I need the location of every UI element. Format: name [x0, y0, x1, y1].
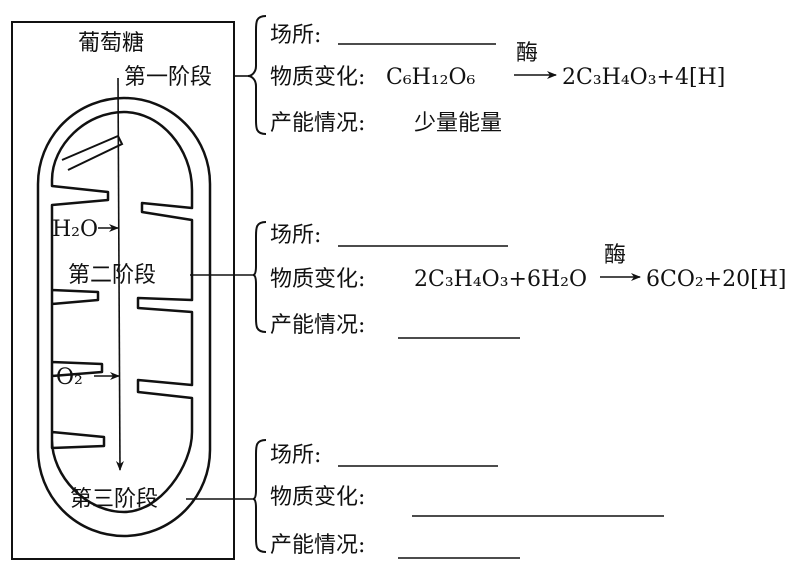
stage-2-name: 第二阶段 — [68, 263, 156, 288]
crista-upper — [61, 134, 124, 171]
oxygen-label: O₂ — [56, 365, 83, 390]
glucose-label: 葡萄糖 — [78, 31, 144, 56]
mitochondrion-inner-membrane — [50, 110, 194, 514]
brace-stage-1 — [247, 15, 267, 135]
stage-1-enzyme: 酶 — [516, 41, 538, 66]
stage-2-energy-label: 产能情况: — [270, 313, 365, 338]
stage-1-energy-label: 产能情况: — [270, 111, 365, 136]
stage-1-change-label: 物质变化: — [270, 65, 365, 90]
brace-stage-2 — [252, 221, 267, 333]
cell-box — [11, 21, 235, 560]
stage-3-name: 第三阶段 — [70, 487, 158, 512]
stage-2-change-label: 物质变化: — [270, 267, 365, 292]
mitochondrion-outer-membrane — [36, 96, 212, 538]
stage-1-name: 第一阶段 — [124, 65, 212, 90]
stage-1-place-label: 场所: — [270, 23, 321, 48]
stage-1-product: 2C₃H₄O₃+4[H] — [562, 65, 725, 90]
stage-3-change-label: 物质变化: — [270, 485, 365, 510]
flow-line-main — [115, 77, 124, 471]
stage-2-product: 6CO₂+20[H] — [646, 267, 786, 292]
brace-stage-3 — [252, 439, 267, 553]
stage-2-place-label: 场所: — [270, 223, 321, 248]
water-label: H₂O — [52, 217, 98, 242]
stage-2-reactant: 2C₃H₄O₃+6H₂O — [414, 267, 587, 292]
stage-3-energy-label: 产能情况: — [270, 533, 365, 558]
stage-3-place-label: 场所: — [270, 443, 321, 468]
stage-2-enzyme: 酶 — [604, 243, 626, 268]
stage-1-energy-value: 少量能量 — [414, 111, 502, 136]
stage-1-reactant: C₆H₁₂O₆ — [386, 65, 476, 90]
